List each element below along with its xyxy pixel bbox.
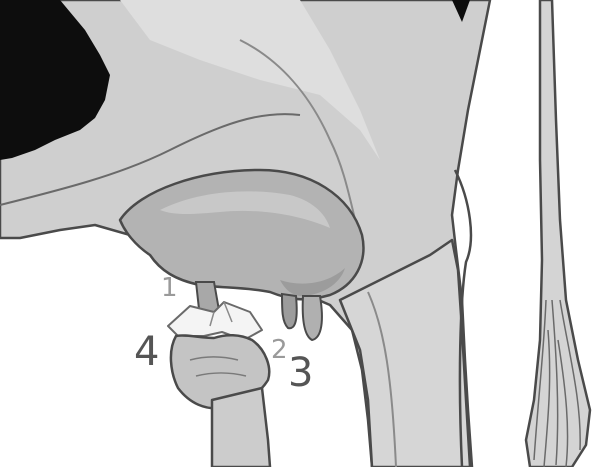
rear-teat-1 (282, 294, 297, 328)
rear-teat-2 (303, 296, 322, 340)
callout-label-4: 4 (134, 332, 159, 372)
callout-label-2: 2 (271, 337, 288, 363)
forearm (212, 388, 270, 467)
callout-label-3: 3 (288, 353, 313, 393)
callout-label-1: 1 (161, 275, 178, 301)
